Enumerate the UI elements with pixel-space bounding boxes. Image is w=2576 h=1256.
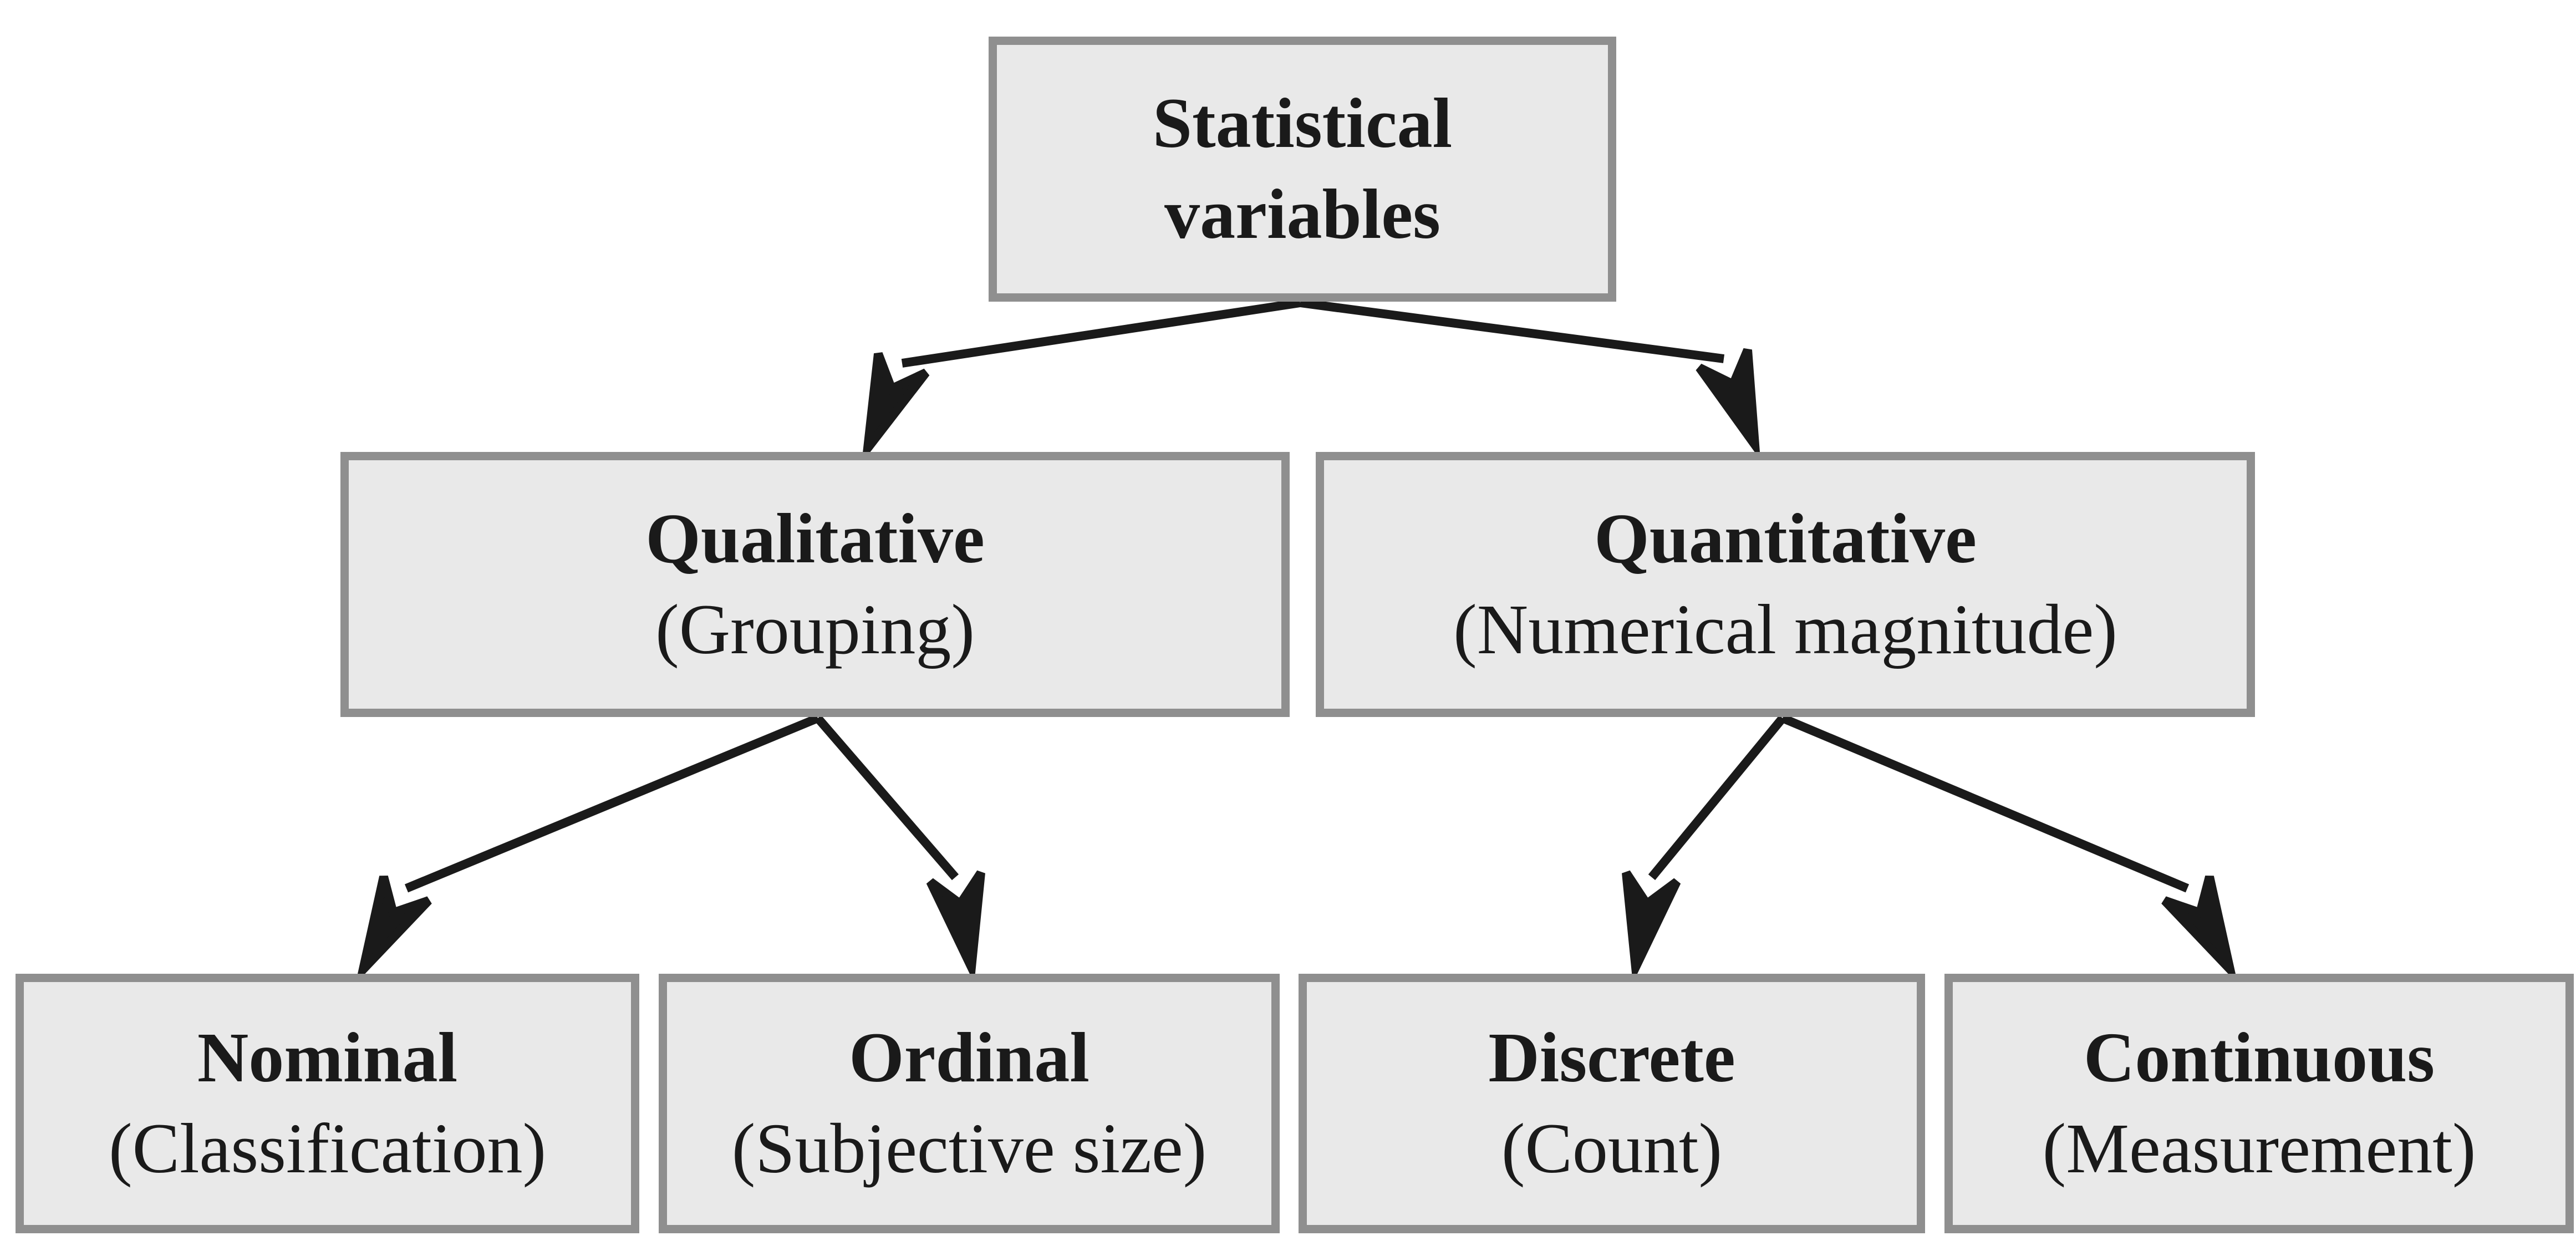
node-quantitative-label: Quantitative xyxy=(1594,499,1977,578)
node-statistical-variables-label: Statistical variables xyxy=(1152,84,1453,253)
edge-line-qualitative-nominal xyxy=(404,714,820,893)
arrowhead-root-qualitative xyxy=(861,352,930,464)
node-ordinal-label: Ordinal xyxy=(849,1018,1090,1097)
node-nominal-sublabel: (Classification) xyxy=(108,1109,547,1188)
node-qualitative: Qualitative (Grouping) xyxy=(340,452,1290,717)
node-continuous-sublabel: (Measurement) xyxy=(2042,1109,2476,1188)
node-quantitative-sublabel: (Numerical magnitude) xyxy=(1453,590,2117,669)
node-qualitative-label: Qualitative xyxy=(645,499,985,578)
edge-line-root-quantitative xyxy=(1299,298,1725,363)
edge-line-qualitative-ordinal xyxy=(814,715,959,881)
node-quantitative: Quantitative (Numerical magnitude) xyxy=(1316,452,2255,717)
node-ordinal-sublabel: (Subjective size) xyxy=(731,1109,1207,1188)
arrowhead-qualitative-nominal xyxy=(355,875,432,984)
node-statistical-variables: Statistical variables xyxy=(989,37,1616,302)
node-discrete-label: Discrete xyxy=(1488,1018,1735,1097)
arrowhead-quantitative-discrete xyxy=(1622,870,1681,984)
node-discrete-sublabel: (Count) xyxy=(1501,1109,1723,1188)
edge-line-root-qualitative xyxy=(901,298,1301,368)
arrowhead-qualitative-ordinal xyxy=(926,870,985,984)
edge-line-quantitative-continuous xyxy=(1780,714,2190,893)
node-discrete: Discrete (Count) xyxy=(1299,974,1925,1233)
node-nominal: Nominal (Classification) xyxy=(16,974,639,1233)
node-continuous-label: Continuous xyxy=(2083,1018,2435,1097)
arrowhead-quantitative-continuous xyxy=(2161,875,2238,984)
node-qualitative-sublabel: (Grouping) xyxy=(655,590,975,669)
node-nominal-label: Nominal xyxy=(197,1018,458,1097)
node-ordinal: Ordinal (Subjective size) xyxy=(659,974,1280,1233)
edge-line-quantitative-discrete xyxy=(1648,715,1786,881)
arrowhead-root-quantitative xyxy=(1696,348,1761,460)
node-continuous: Continuous (Measurement) xyxy=(1944,974,2574,1233)
